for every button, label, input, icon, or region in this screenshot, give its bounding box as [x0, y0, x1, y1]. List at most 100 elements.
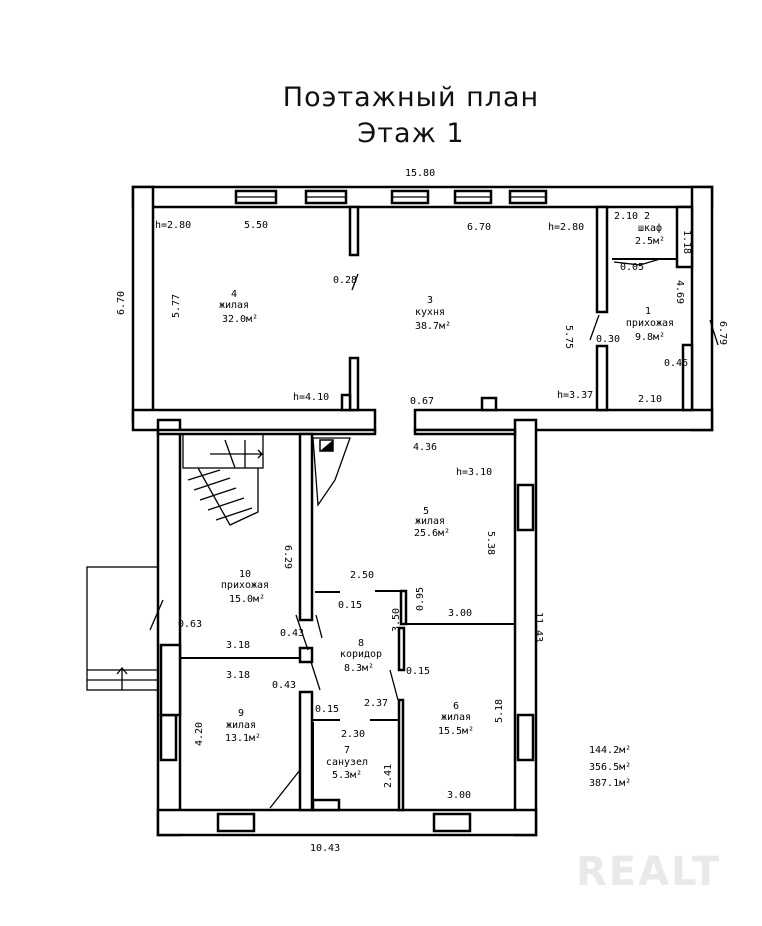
dim: 0.30: [596, 334, 620, 345]
svg-text:4: 4: [231, 289, 237, 300]
dim: 0.28: [333, 275, 357, 286]
dim: 4.69: [674, 280, 685, 304]
svg-text:коридор: коридор: [340, 649, 382, 660]
wall-left-upper: [131, 185, 155, 422]
svg-text:13.1м²: 13.1м²: [225, 733, 261, 744]
area-totals: 144.2м² 356.5м² 387.1м²: [589, 745, 631, 789]
dim: h=2.80: [548, 222, 584, 233]
wall-3-1-bottom: [595, 344, 609, 412]
svg-text:2.5м²: 2.5м²: [635, 236, 665, 247]
wall-right-lower: [513, 418, 538, 837]
wall-left-lower: [156, 418, 182, 837]
svg-text:9.8м²: 9.8м²: [635, 332, 665, 343]
vent-icon: [319, 439, 334, 452]
floor-label: Этаж 1: [357, 118, 465, 149]
dim: 0.15: [338, 600, 362, 611]
wall-10-8: [298, 432, 314, 622]
watermark: REALT: [576, 849, 721, 895]
dim: 0.43: [272, 680, 296, 691]
svg-text:8.3м²: 8.3м²: [344, 663, 374, 674]
svg-text:356.5м²: 356.5м²: [589, 762, 631, 773]
svg-text:прихожая: прихожая: [626, 318, 674, 329]
dim: 0.95: [415, 587, 426, 611]
svg-text:8: 8: [358, 638, 364, 649]
svg-text:9: 9: [238, 708, 244, 719]
svg-text:144.2м²: 144.2м²: [589, 745, 631, 756]
svg-text:прихожая: прихожая: [221, 580, 269, 591]
dim: h=2.80: [155, 220, 191, 231]
dim: 0.46: [664, 358, 688, 369]
closet-door: [613, 258, 661, 266]
dim: 0.67: [410, 396, 434, 407]
dim: 3.00: [447, 790, 471, 801]
dim: 2.10: [614, 211, 638, 222]
windows-lower: [159, 483, 535, 833]
svg-text:2: 2: [644, 211, 650, 222]
dim: 2.10: [638, 394, 662, 405]
svg-text:шкаф: шкаф: [638, 222, 662, 234]
dim: 5.18: [494, 699, 505, 723]
dim-bottom-total: 10.43: [310, 843, 340, 854]
wall-9-7: [298, 690, 314, 812]
wall-7-6: [397, 698, 405, 812]
wall-4-3-top: [348, 205, 360, 257]
dim: 0.43: [280, 628, 304, 639]
dim: 4.36: [413, 442, 437, 453]
svg-text:кухня: кухня: [415, 307, 445, 318]
svg-text:15.5м²: 15.5м²: [438, 726, 474, 737]
svg-text:жилая: жилая: [415, 516, 445, 527]
svg-text:15.0м²: 15.0м²: [229, 594, 265, 605]
wall-3-1-top: [595, 205, 609, 314]
svg-text:жилая: жилая: [441, 712, 471, 723]
svg-text:1: 1: [645, 306, 651, 317]
svg-text:38.7м²: 38.7м²: [415, 321, 451, 332]
dim-left-total: 6.70: [116, 291, 127, 315]
dim: 5.50: [244, 220, 268, 231]
dim: 3.50: [391, 608, 402, 632]
dim: h=4.10: [293, 392, 329, 403]
svg-text:25.6м²: 25.6м²: [414, 528, 450, 539]
dim: 0.15: [406, 666, 430, 677]
dim: 4.20: [194, 722, 205, 746]
wall-4-3-bottom: [348, 356, 360, 412]
dim: 0.63: [178, 619, 202, 630]
dim: 2.37: [364, 698, 388, 709]
dim: 5.75: [563, 325, 574, 349]
svg-text:3: 3: [427, 295, 433, 306]
plan-title: Поэтажный план: [282, 82, 540, 113]
dim: 6.70: [467, 222, 491, 233]
wall-right-upper: [690, 185, 714, 432]
dim: 2.50: [350, 570, 374, 581]
dim: h=3.10: [456, 467, 492, 478]
dim: 3.00: [448, 608, 472, 619]
dim: 1.18: [681, 230, 692, 254]
dim: 3.18: [226, 670, 250, 681]
dim: 5.38: [485, 531, 496, 555]
dim: 6.29: [282, 545, 293, 569]
door-swings: [149, 599, 399, 809]
svg-text:32.0м²: 32.0м²: [222, 314, 258, 325]
dim: 5.77: [171, 294, 182, 318]
staircase: [182, 433, 264, 526]
svg-text:5: 5: [423, 506, 429, 517]
dim: 2.30: [341, 729, 365, 740]
dim-right-upper: 6.79: [717, 321, 728, 345]
svg-text:жилая: жилая: [219, 300, 249, 311]
svg-text:санузел: санузел: [326, 757, 368, 768]
dim: 3.18: [226, 640, 250, 651]
windows-top: [234, 189, 548, 205]
wall-bottom: [156, 808, 538, 837]
dim: 2.41: [383, 764, 394, 788]
svg-text:387.1м²: 387.1м²: [589, 778, 631, 789]
svg-text:7: 7: [344, 745, 350, 756]
